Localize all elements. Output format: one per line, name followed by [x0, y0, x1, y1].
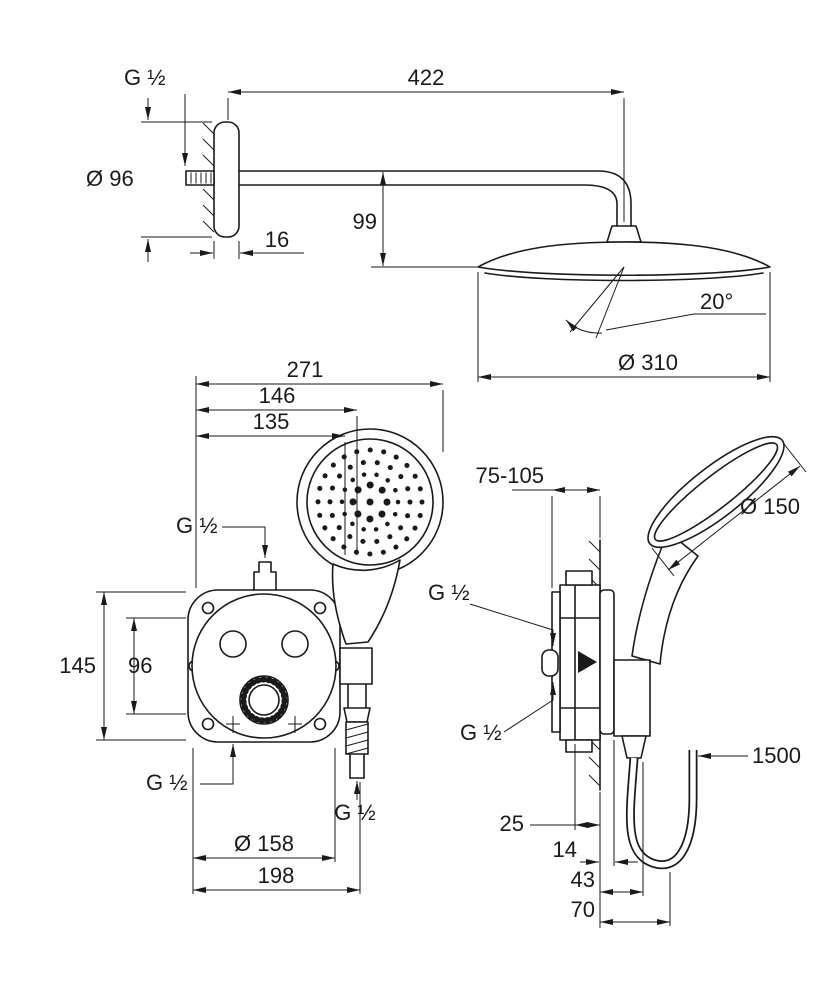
dim-spray-angle: 20° [700, 289, 733, 314]
dim-holder-depth: 43 [571, 867, 595, 892]
dim-upper-thread: G ½ [428, 580, 470, 605]
side-view-dimension-lines [469, 443, 807, 928]
hand-shower-handle-side [631, 531, 699, 665]
inlet-stub [253, 561, 277, 591]
dim-plate-diameter: Ø 158 [234, 831, 294, 856]
dim-handle-offset: 135 [253, 409, 290, 434]
dim-install-depth-range: 75-105 [475, 463, 544, 488]
rough-in-body-side [541, 570, 601, 753]
front-view-dimension-lines [96, 376, 444, 894]
hand-shower-handle [331, 559, 401, 645]
dim-escutcheon-depth-side: 14 [553, 837, 577, 862]
hand-shower-side [631, 435, 785, 665]
shower-arm [238, 170, 642, 243]
dim-arm-projection: 422 [408, 65, 445, 90]
flow-arrow [578, 651, 597, 673]
shower-holder [613, 659, 651, 759]
escutcheon-side [599, 589, 615, 735]
dim-port-spacing: 96 [128, 653, 152, 678]
dim-outlet-thread: G ½ [334, 800, 376, 825]
dim-hand-shower-diameter: Ø 150 [740, 494, 800, 519]
outlet-elbow [339, 647, 373, 779]
shower-hose [625, 750, 698, 870]
dim-hose-outlet-depth: 70 [571, 897, 595, 922]
dim-front-depth: 25 [500, 811, 524, 836]
dim-head-diameter: Ø 310 [618, 350, 678, 375]
head-shower [477, 241, 771, 282]
hand-shower-front [296, 428, 444, 645]
dim-overall-width: 271 [287, 357, 324, 382]
dim-inlet-thread: G ½ [176, 513, 218, 538]
wall-hatching-top [202, 122, 215, 233]
top-view-dimension-lines [141, 89, 771, 382]
dim-overall-width-with-outlet: 198 [258, 863, 295, 888]
wall-escutcheon [213, 121, 240, 238]
dim-escutcheon-diameter: Ø 96 [86, 166, 134, 191]
rough-in-box [187, 561, 341, 743]
dim-escutcheon-depth: 16 [265, 227, 289, 252]
outlet-boss [541, 649, 559, 677]
dim-hose-offset: 146 [259, 383, 296, 408]
mixer-side-view: 75-105 Ø 150 G ½ G ½ 1500 25 14 43 70 [428, 435, 807, 928]
dim-plate-height: 145 [59, 653, 96, 678]
dim-head-drop: 99 [353, 209, 377, 234]
dim-arm-thread: G ½ [124, 65, 166, 90]
dim-hose-length: 1500 [752, 743, 801, 768]
arm-thread-end [185, 170, 215, 186]
dim-port-thread: G ½ [146, 770, 188, 795]
mixer-front-view: 271 146 135 G ½ 145 96 G ½ G ½ Ø 158 198 [59, 357, 444, 894]
dim-lower-thread: G ½ [460, 720, 502, 745]
head-shower-arm-view: G ½ Ø 96 422 16 99 20° Ø 310 [86, 65, 771, 382]
